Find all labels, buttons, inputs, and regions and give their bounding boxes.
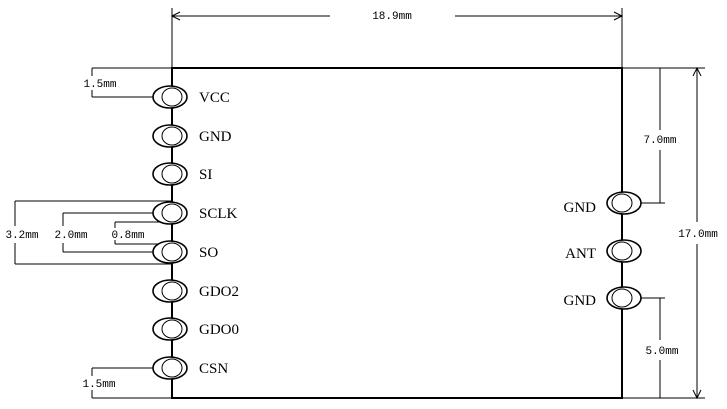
left-pin-csn: CSN — [152, 356, 228, 380]
pin-pad — [152, 85, 188, 109]
pin-pad-inner — [161, 242, 183, 262]
pin-pad — [606, 239, 642, 263]
right-bottom-label: 5.0mm — [645, 346, 678, 358]
left-pin-gnd: GND — [152, 124, 232, 148]
pin-label: GDO2 — [199, 284, 239, 300]
pin-pad-inner — [161, 281, 183, 301]
pin-pad — [152, 356, 188, 380]
pin-label: GND — [199, 129, 232, 145]
pin-pad — [152, 317, 188, 341]
width-arrow-left — [170, 11, 181, 21]
right-pin-gnd-bottom: GND — [564, 286, 642, 310]
right-pin-gnd-top: GND — [564, 191, 642, 216]
pin-label: VCC — [199, 90, 230, 106]
pin-label: CSN — [199, 361, 228, 377]
pin-pad-inner — [611, 241, 633, 261]
pin-label: GND — [564, 200, 597, 216]
module-outline — [171, 67, 623, 399]
pin-pad-inner — [611, 193, 633, 213]
pin-pad-inner — [161, 319, 183, 339]
width-arrow-right — [613, 11, 624, 21]
pin-label: SO — [199, 245, 218, 261]
pin-pad — [152, 279, 188, 303]
pin-label: SCLK — [199, 206, 238, 222]
height-arrow-bottom — [692, 389, 702, 400]
pin-pad-inner — [161, 126, 183, 146]
pin-label: GDO0 — [199, 322, 239, 338]
pin-label: ANT — [565, 246, 596, 262]
pin-pad-inner — [161, 87, 183, 107]
pin-pad-inner — [161, 164, 183, 184]
pin-pad — [606, 191, 642, 215]
pin-pad — [606, 286, 642, 310]
pin-label: GND — [564, 293, 597, 309]
bottom-margin-label: 1.5mm — [82, 379, 115, 391]
left-pin-gdo2: GDO2 — [152, 279, 239, 303]
left-pin-sclk: SCLK — [152, 201, 238, 225]
right-top-label: 7.0mm — [643, 135, 676, 147]
right-pin-ant: ANT — [565, 239, 642, 263]
pin-pad-inner — [161, 358, 183, 378]
width-label: 18.9mm — [372, 11, 412, 23]
pin-pad — [152, 201, 188, 225]
left-pin-si: SI — [152, 162, 212, 186]
left-pin-so: SO — [152, 240, 218, 264]
pin-pad-inner — [161, 203, 183, 223]
height-arrow-top — [692, 66, 702, 77]
pin-pad-inner — [611, 288, 633, 308]
span-2-0-label: 2.0mm — [54, 230, 87, 242]
span-3-2-label: 3.2mm — [5, 230, 38, 242]
pin-pad — [152, 162, 188, 186]
pin-pad — [152, 240, 188, 264]
pin-label: SI — [199, 167, 212, 183]
pin-pad — [152, 124, 188, 148]
span-0-8-label: 0.8mm — [111, 230, 144, 242]
left-pin-vcc: VCC — [152, 85, 230, 109]
left-pin-gdo0: GDO0 — [152, 317, 239, 341]
height-label: 17.0mm — [678, 229, 718, 241]
top-margin-label: 1.5mm — [83, 79, 116, 91]
